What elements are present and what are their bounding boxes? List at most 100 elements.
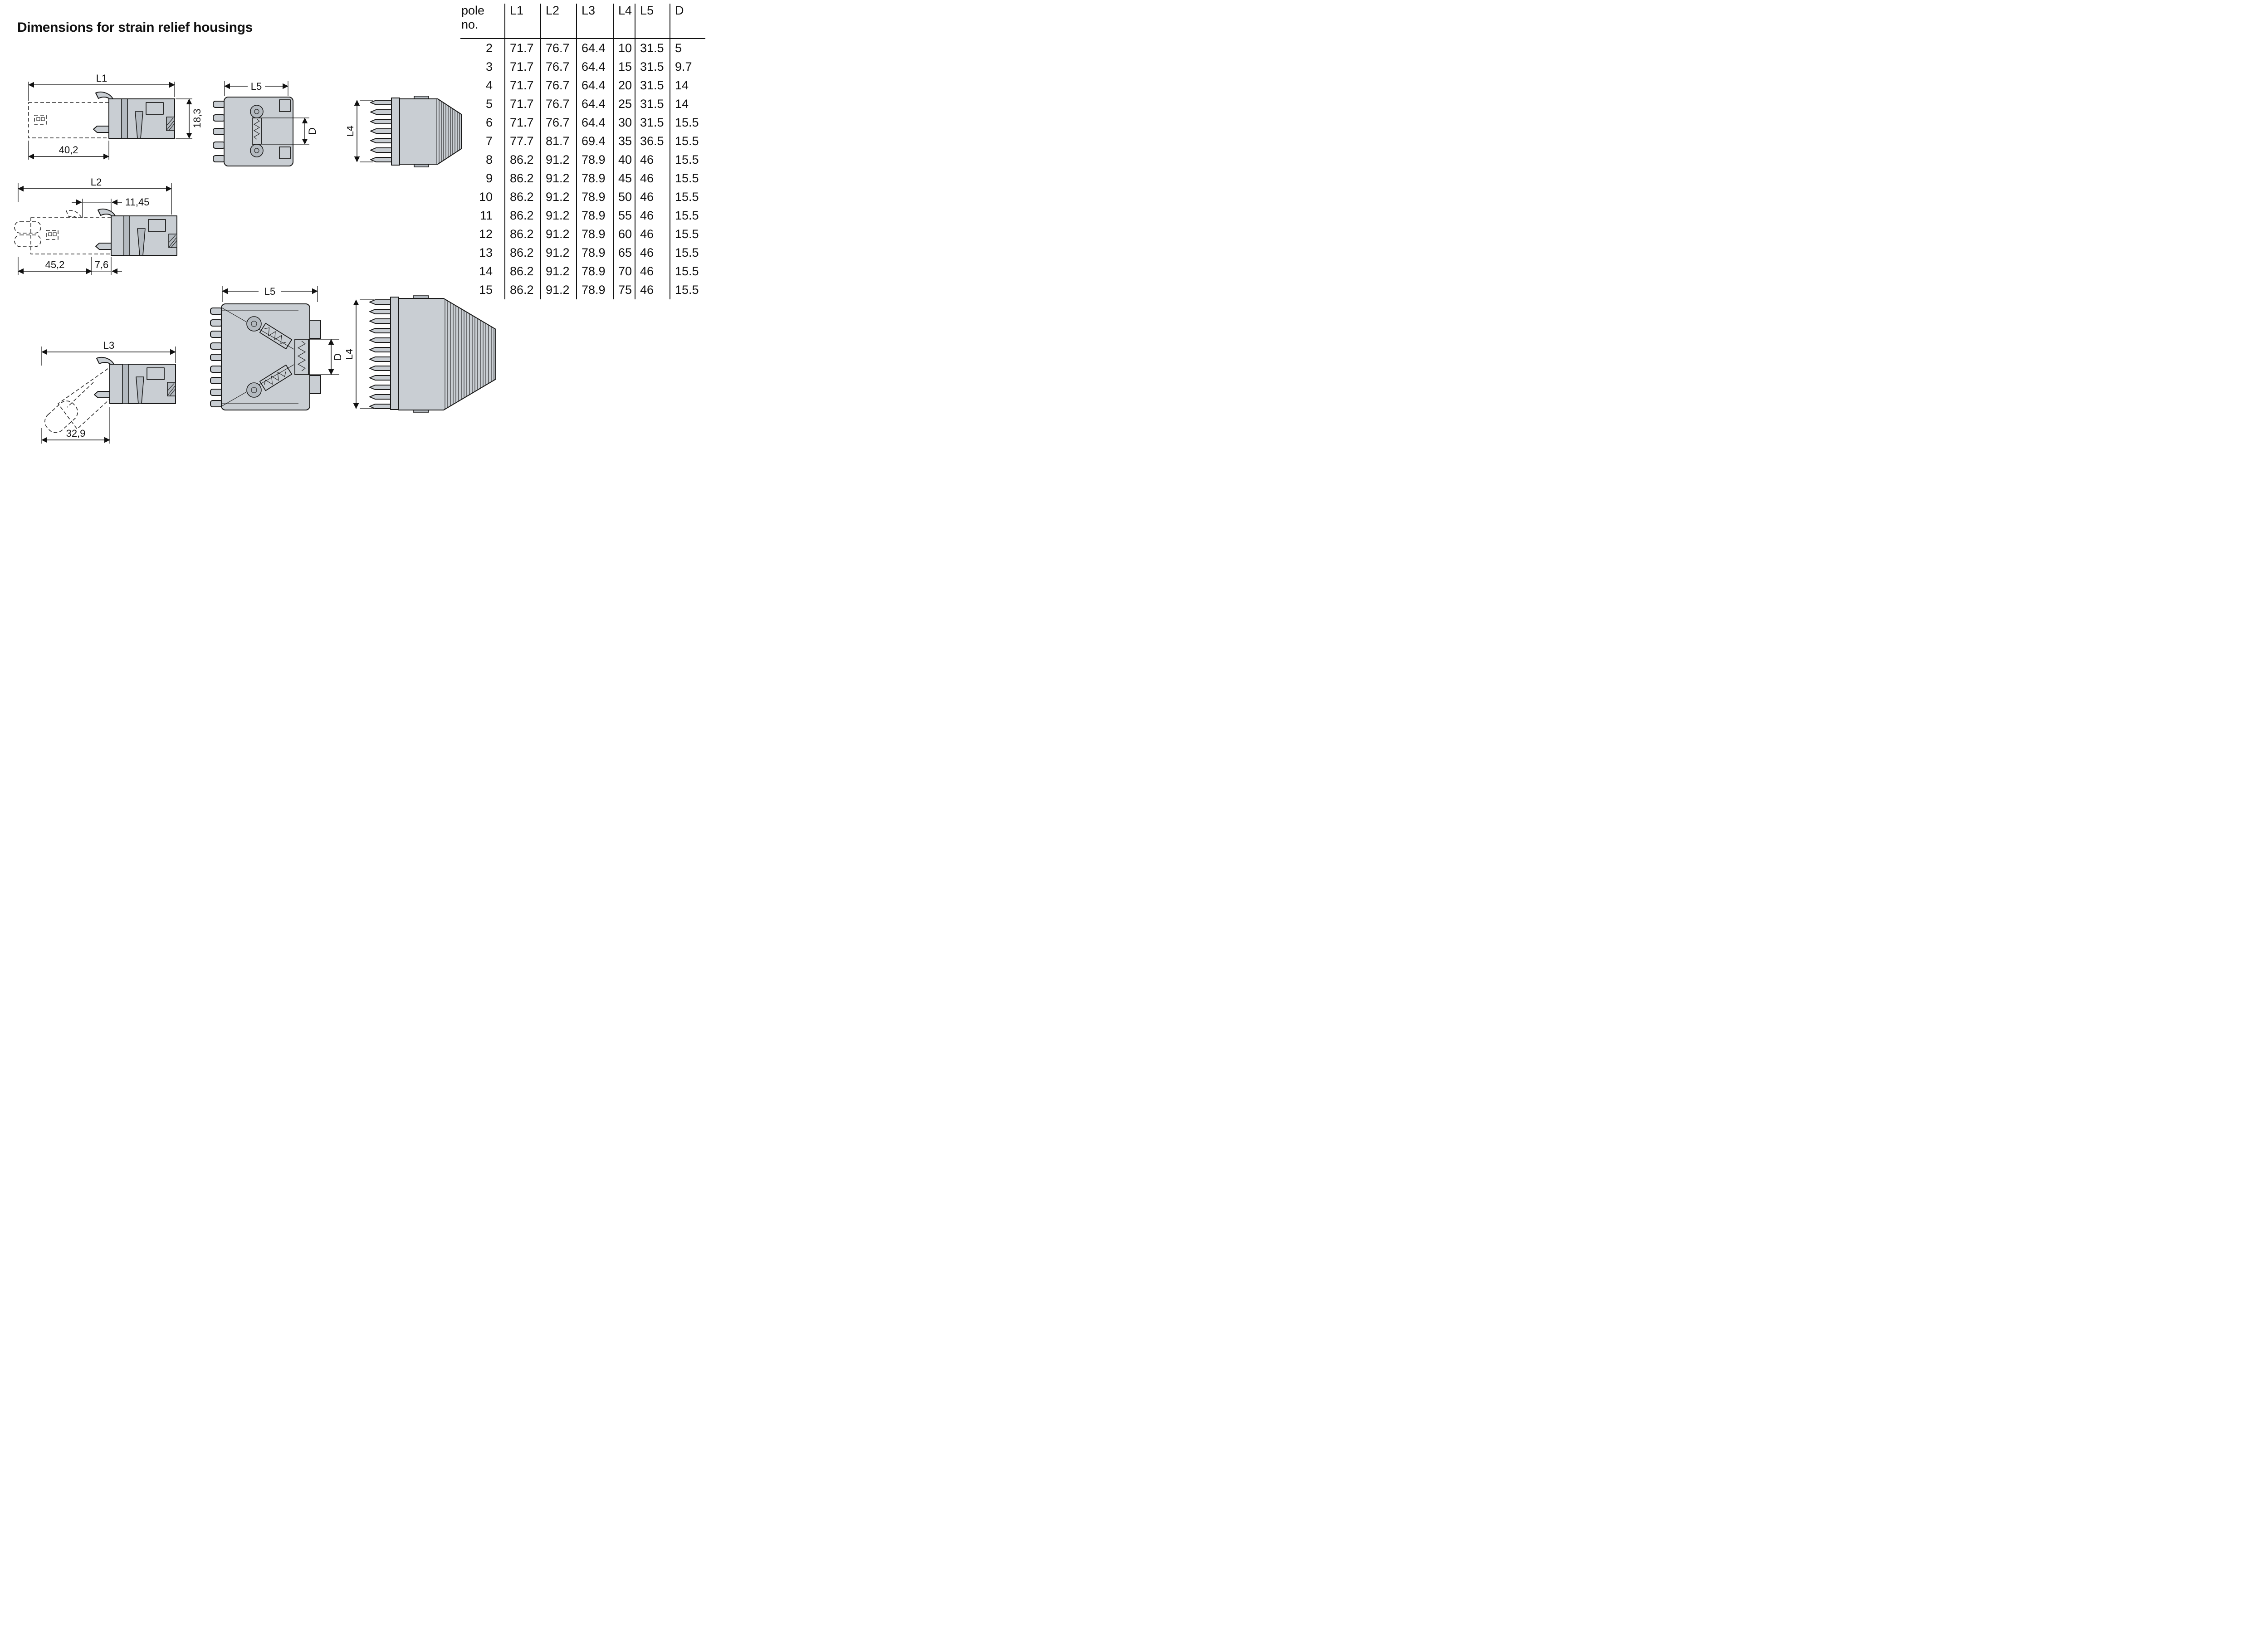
pole-no-cell: 5 (485, 97, 493, 111)
dim-32-9: 32,9 (41, 407, 110, 444)
dim-value-cell: 46 (635, 225, 670, 244)
dim-label-l1: L1 (96, 73, 107, 84)
dim-value-cell: 91.2 (540, 262, 577, 281)
dim-value-cell: 46 (635, 244, 670, 262)
col-header-l3: L3 (576, 4, 613, 39)
dim-value-cell: 64.4 (576, 58, 613, 76)
dim-value-cell: 91.2 (540, 151, 577, 169)
dim-value-cell: 35 (613, 132, 635, 151)
col-header-l5: L5 (635, 4, 670, 39)
dim-value-cell: 76.7 (540, 76, 577, 95)
dim-value-cell: 15.5 (670, 188, 705, 206)
dim-l5: L5 (224, 81, 288, 96)
dim-7-6: 7,6 (92, 257, 122, 275)
dim-value-cell: 91.2 (540, 169, 577, 188)
dim-label-l2: L2 (91, 176, 102, 188)
dim-value-cell: 86.2 (504, 244, 541, 262)
dim-value-cell: 15.5 (670, 169, 705, 188)
dim-value-cell: 31.5 (635, 58, 670, 76)
dim-value-cell: 86.2 (504, 169, 541, 188)
dim-value-cell: 78.9 (576, 281, 613, 299)
dim-value-cell: 91.2 (540, 206, 577, 225)
dim-value-cell: 75 (613, 281, 635, 299)
dim-label-l5: L5 (264, 286, 275, 297)
housing-body (94, 356, 176, 404)
dim-value-cell: 46 (635, 151, 670, 169)
dim-l4: L4 (346, 299, 374, 409)
housing-front (210, 303, 321, 410)
dim-l4: L4 (347, 100, 373, 162)
dim-value-cell: 15.5 (670, 113, 705, 132)
dim-label-l5: L5 (251, 81, 262, 92)
connector-pins (370, 98, 400, 166)
dim-11-45: 11,45 (72, 196, 149, 218)
dim-label-18-3: 18,3 (191, 109, 203, 128)
dim-value-cell: 71.7 (504, 39, 541, 58)
dim-label-d: D (332, 353, 343, 361)
dim-value-cell: 71.7 (504, 58, 541, 76)
dim-label-40-2: 40,2 (59, 144, 78, 156)
dim-value-cell: 86.2 (504, 262, 541, 281)
col-header-d: D (670, 4, 705, 39)
dim-value-cell: 50 (613, 188, 635, 206)
dim-value-cell: 31.5 (635, 95, 670, 113)
dim-value-cell: 71.7 (504, 76, 541, 95)
dim-value-cell: 31.5 (635, 76, 670, 95)
col-header-l4: L4 (613, 4, 635, 39)
dim-value-cell: 40 (613, 151, 635, 169)
plug-outline (14, 210, 112, 254)
housing-rear (399, 96, 462, 167)
dim-value-cell: 76.7 (540, 95, 577, 113)
dim-value-cell: 71.7 (504, 95, 541, 113)
dim-value-cell: 91.2 (540, 225, 577, 244)
dim-value-cell: 64.4 (576, 113, 613, 132)
dim-value-cell: 86.2 (504, 281, 541, 299)
dim-value-cell: 65 (613, 244, 635, 262)
dim-value-cell: 78.9 (576, 188, 613, 206)
connector-pins (369, 297, 399, 410)
dim-value-cell: 64.4 (576, 76, 613, 95)
dim-value-cell: 31.5 (635, 39, 670, 58)
page: Dimensions for strain relief housings po… (0, 0, 710, 452)
dim-value-cell: 86.2 (504, 225, 541, 244)
dim-d: D (262, 117, 318, 145)
dim-value-cell: 14 (670, 76, 705, 95)
dim-18-3: 18,3 (176, 98, 203, 139)
drawing-rear-view-small: L4 (347, 96, 462, 167)
pole-no-cell: 4 (485, 78, 493, 92)
dim-value-cell: 46 (635, 262, 670, 281)
dim-value-cell: 78.9 (576, 169, 613, 188)
dim-label-11-45: 11,45 (125, 196, 149, 208)
dim-value-cell: 31.5 (635, 113, 670, 132)
dim-value-cell: 70 (613, 262, 635, 281)
dim-value-cell: 78.9 (576, 262, 613, 281)
dim-value-cell: 30 (613, 113, 635, 132)
drawing-side-view-l3: L3 32,9 (41, 340, 176, 444)
dim-value-cell: 78.9 (576, 206, 613, 225)
dim-l2: L2 (18, 176, 172, 215)
dim-value-cell: 76.7 (540, 58, 577, 76)
pole-no-cell: 15 (479, 283, 493, 297)
col-header-l2: L2 (540, 4, 577, 39)
pole-no-cell: 13 (479, 246, 493, 259)
housing-body (93, 91, 175, 139)
dim-value-cell: 64.4 (576, 39, 613, 58)
housing-body (95, 208, 177, 256)
dim-value-cell: 78.9 (576, 151, 613, 169)
dim-value-cell: 9.7 (670, 58, 705, 76)
dim-value-cell: 46 (635, 188, 670, 206)
dim-d: D (308, 339, 343, 375)
dim-l3: L3 (41, 340, 176, 366)
dim-value-cell: 15.5 (670, 206, 705, 225)
drawing-front-view-large: L5 (210, 286, 343, 410)
dim-value-cell: 86.2 (504, 188, 541, 206)
page-title: Dimensions for strain relief housings (17, 20, 253, 35)
